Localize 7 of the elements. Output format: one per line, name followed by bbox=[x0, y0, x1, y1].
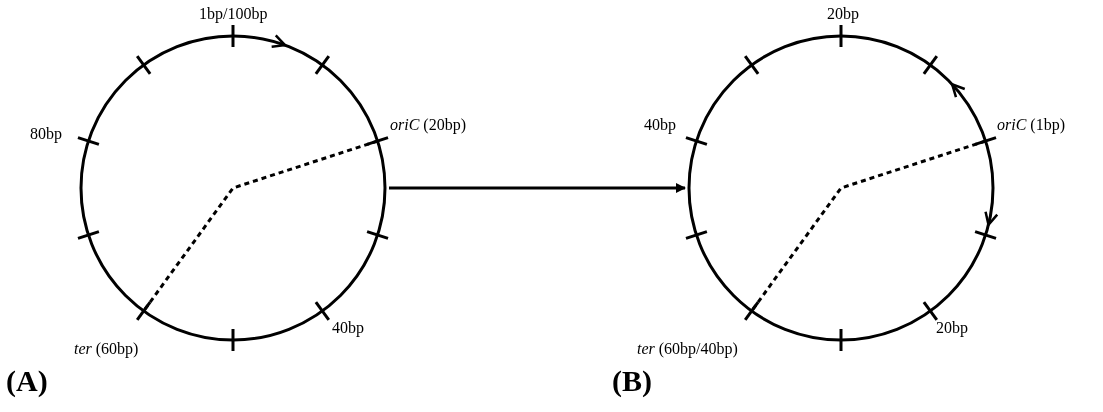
position-label: 40bp bbox=[332, 320, 364, 336]
panel-label: (A) bbox=[6, 366, 48, 396]
position-label: 80bp bbox=[30, 126, 62, 142]
arrow bbox=[389, 183, 686, 193]
terminus-label: ter (60bp/40bp) bbox=[637, 341, 738, 357]
position-label: 20bp bbox=[936, 320, 968, 336]
panel-label: (B) bbox=[612, 366, 652, 396]
